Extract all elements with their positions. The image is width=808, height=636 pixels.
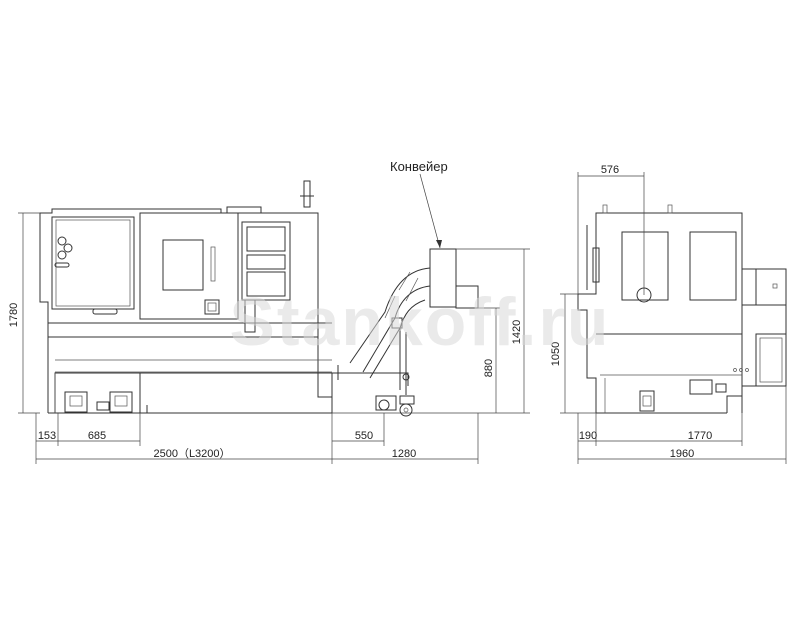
side-view-dimensions: 576 1050 190 1770 1960 <box>550 164 787 464</box>
dim-153: 153 <box>38 430 56 442</box>
dim-1280: 1280 <box>392 448 416 460</box>
dim-685: 685 <box>88 430 106 442</box>
dim-1420: 1420 <box>511 320 523 344</box>
dim-2500: 2500（L3200） <box>153 447 230 460</box>
side-view-machine <box>577 204 787 414</box>
dim-576: 576 <box>601 164 619 176</box>
conveyor-callout: Конвейер <box>390 159 448 249</box>
dim-1770: 1770 <box>688 430 712 442</box>
front-view-conveyor <box>332 248 479 417</box>
dim-1960: 1960 <box>670 448 694 460</box>
watermark: Stankoff.ru <box>230 284 611 360</box>
dim-1780: 1780 <box>8 303 20 327</box>
dim-190: 190 <box>579 430 597 442</box>
front-view-machine <box>39 180 333 414</box>
front-view-dimensions: 1780 1420 880 153 685 550 2500（L3200） 12… <box>8 212 530 464</box>
dim-550: 550 <box>355 430 373 442</box>
dim-880: 880 <box>483 359 495 377</box>
dim-1050: 1050 <box>550 342 562 366</box>
conveyor-label: Конвейер <box>390 159 448 174</box>
